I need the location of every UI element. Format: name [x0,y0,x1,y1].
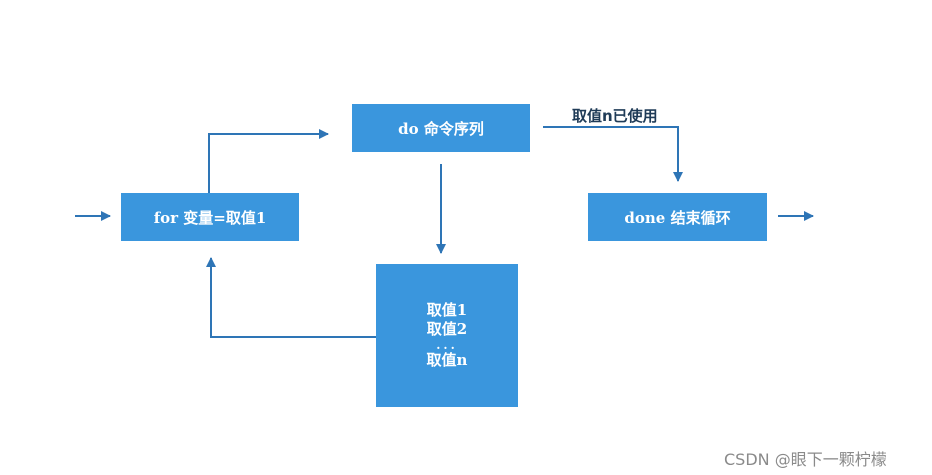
value-n-used-label: 取值n已使用 [572,107,658,125]
values-list-box: 取值1 取值2 ... 取值n [376,264,518,407]
values-to-for-arrow [206,257,376,338]
value-1-label: 取值1 [426,301,468,319]
done-loop-label: done 结束循环 [624,208,731,227]
for-variable-box: for 变量=取值1 [121,193,299,241]
do-command-label: do 命令序列 [398,119,484,138]
for-to-do-arrow [208,129,329,193]
done-loop-box: done 结束循环 [588,193,767,241]
ellipsis-label: ... [436,338,458,352]
value-n-label: 取值n [426,351,468,369]
for-variable-label: for 变量=取值1 [153,208,267,227]
do-command-box: do 命令序列 [352,104,530,152]
watermark: CSDN @眼下一颗柠檬 [724,450,887,469]
do-to-done-arrow [543,126,683,182]
value-2-label: 取值2 [426,320,468,338]
